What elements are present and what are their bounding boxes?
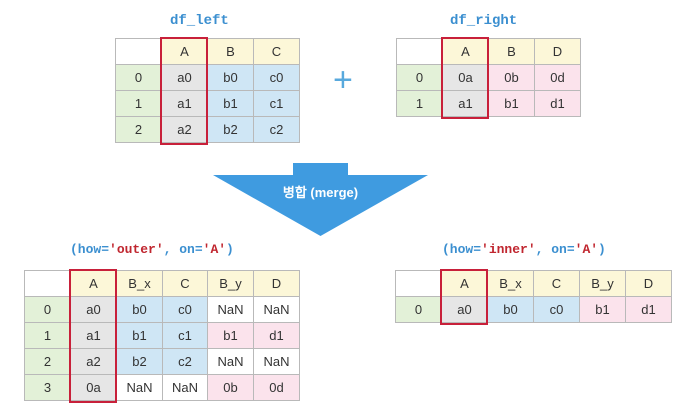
- table-cell: c0: [253, 64, 300, 91]
- table-row: 0 a0 b0 c0 b1 d1: [395, 296, 672, 323]
- table-row: 2 a2 b2 c2 NaN NaN: [24, 348, 300, 375]
- table-cell: d1: [625, 296, 672, 323]
- table-header-row: A B C: [115, 38, 300, 65]
- df-left-table: A B C 0 a0 b0 c0 1 a1 b1 c1 2 a2 b2 c2: [115, 38, 300, 143]
- table-cell: a1: [70, 322, 117, 349]
- merge-label: 병합 (merge): [282, 185, 359, 200]
- corner-cell: [396, 38, 443, 65]
- row-index: 0: [24, 296, 71, 323]
- table-cell: d1: [253, 322, 300, 349]
- table-cell: b1: [579, 296, 626, 323]
- table-header-row: A B D: [396, 38, 581, 65]
- table-row: 1 a1 b1 c1: [115, 90, 300, 117]
- column-header-d: D: [253, 270, 300, 297]
- table-cell: NaN: [162, 374, 208, 401]
- table-cell: b0: [116, 296, 163, 323]
- row-index: 2: [24, 348, 71, 375]
- table-cell: b1: [207, 322, 254, 349]
- row-index: 0: [395, 296, 442, 323]
- row-index: 3: [24, 374, 71, 401]
- row-index: 1: [396, 90, 443, 117]
- table-cell: NaN: [253, 296, 300, 323]
- table-cell: b2: [116, 348, 163, 375]
- table-row: 0 a0 b0 c0: [115, 64, 300, 91]
- table-cell: NaN: [207, 348, 254, 375]
- column-header-b-y: B_y: [579, 270, 626, 297]
- row-index: 1: [24, 322, 71, 349]
- table-cell: 0d: [534, 64, 581, 91]
- column-header-a: A: [161, 38, 208, 65]
- table-cell: a1: [161, 90, 208, 117]
- column-header-d: D: [534, 38, 581, 65]
- table-header-row: A B_x C B_y D: [24, 270, 300, 297]
- column-header-d: D: [625, 270, 672, 297]
- table-cell: c2: [253, 116, 300, 143]
- merge-arrow-icon: [213, 163, 428, 236]
- table-row: 1 a1 b1 d1: [396, 90, 581, 117]
- df-right-table: A B D 0 0a 0b 0d 1 a1 b1 d1: [396, 38, 581, 117]
- table-cell: c1: [162, 322, 208, 349]
- table-cell: c2: [162, 348, 208, 375]
- column-header-b: B: [488, 38, 535, 65]
- table-cell: c0: [162, 296, 208, 323]
- table-cell: a0: [70, 296, 117, 323]
- inner-merge-table: A B_x C B_y D 0 a0 b0 c0 b1 d1: [395, 270, 672, 323]
- table-cell: b1: [116, 322, 163, 349]
- column-header-a: A: [441, 270, 488, 297]
- table-cell: a2: [70, 348, 117, 375]
- table-cell: 0a: [442, 64, 489, 91]
- column-header-c: C: [533, 270, 580, 297]
- table-cell: a2: [161, 116, 208, 143]
- table-cell: 0d: [253, 374, 300, 401]
- table-cell: 0b: [488, 64, 535, 91]
- column-header-b-y: B_y: [207, 270, 254, 297]
- table-cell: c0: [533, 296, 580, 323]
- table-cell: d1: [534, 90, 581, 117]
- table-cell: a0: [441, 296, 488, 323]
- column-header-c: C: [253, 38, 300, 65]
- column-header-b: B: [207, 38, 254, 65]
- table-cell: NaN: [253, 348, 300, 375]
- table-row: 3 0a NaN NaN 0b 0d: [24, 374, 300, 401]
- column-header-a: A: [442, 38, 489, 65]
- table-cell: c1: [253, 90, 300, 117]
- table-cell: 0a: [70, 374, 117, 401]
- row-index: 0: [396, 64, 443, 91]
- column-header-a: A: [70, 270, 117, 297]
- table-header-row: A B_x C B_y D: [395, 270, 672, 297]
- table-cell: b2: [207, 116, 254, 143]
- outer-merge-table: A B_x C B_y D 0 a0 b0 c0 NaN NaN 1 a1 b1…: [24, 270, 300, 401]
- column-header-b-x: B_x: [487, 270, 534, 297]
- table-cell: b0: [207, 64, 254, 91]
- column-header-c: C: [162, 270, 208, 297]
- table-cell: b1: [488, 90, 535, 117]
- table-row: 0 0a 0b 0d: [396, 64, 581, 91]
- row-index: 2: [115, 116, 162, 143]
- table-row: 2 a2 b2 c2: [115, 116, 300, 143]
- table-row: 0 a0 b0 c0 NaN NaN: [24, 296, 300, 323]
- column-header-b-x: B_x: [116, 270, 163, 297]
- table-cell: a1: [442, 90, 489, 117]
- table-cell: a0: [161, 64, 208, 91]
- inner-merge-caption: (how='inner', on='A'): [442, 242, 606, 257]
- df-right-title: df_right: [450, 13, 518, 29]
- table-cell: NaN: [116, 374, 163, 401]
- row-index: 1: [115, 90, 162, 117]
- table-row: 1 a1 b1 c1 b1 d1: [24, 322, 300, 349]
- table-cell: NaN: [207, 296, 254, 323]
- outer-merge-caption: (how='outer', on='A'): [70, 242, 234, 257]
- corner-cell: [24, 270, 71, 297]
- table-cell: b1: [207, 90, 254, 117]
- corner-cell: [115, 38, 162, 65]
- df-left-title: df_left: [170, 13, 229, 29]
- corner-cell: [395, 270, 442, 297]
- plus-icon: +: [333, 61, 353, 99]
- table-cell: 0b: [207, 374, 254, 401]
- row-index: 0: [115, 64, 162, 91]
- table-cell: b0: [487, 296, 534, 323]
